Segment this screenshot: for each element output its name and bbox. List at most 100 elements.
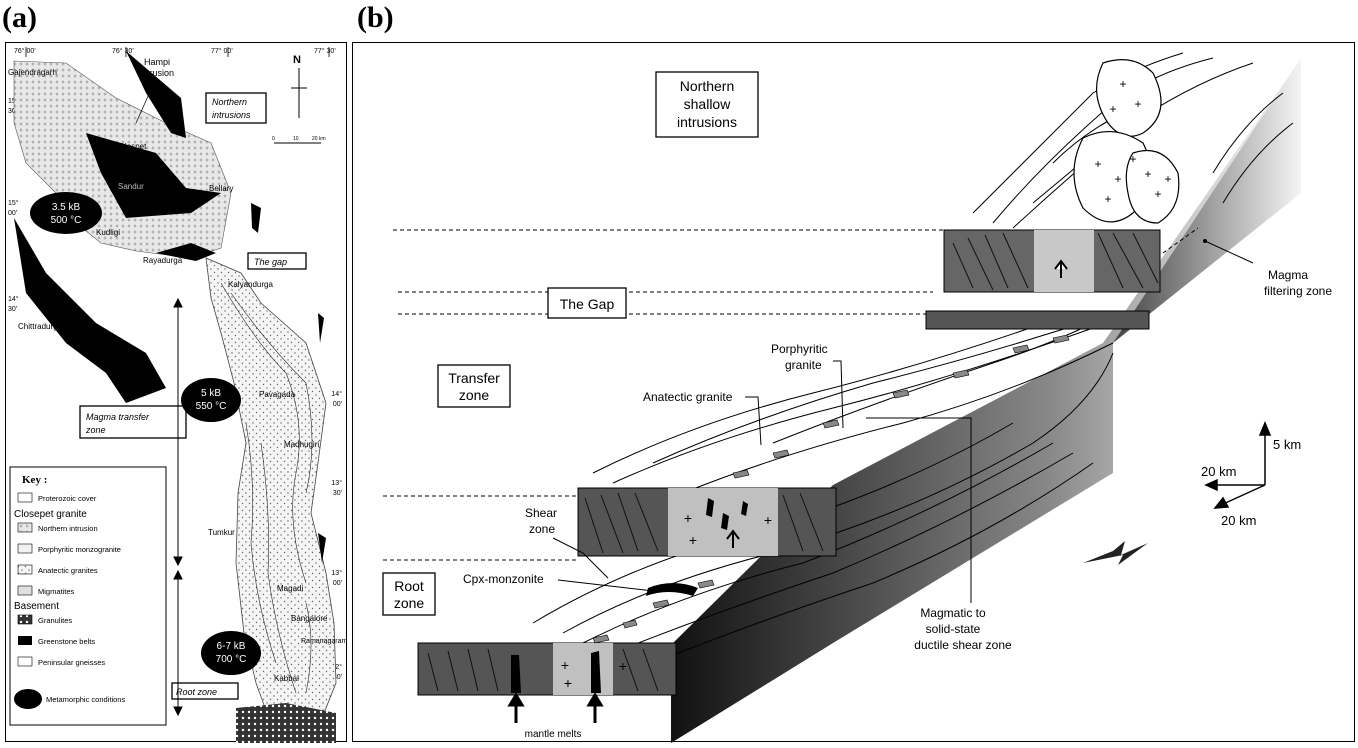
place-chittradurga: Chittradurga: [18, 322, 63, 331]
panel-b-label: (b): [357, 1, 394, 34]
place-madhugiri: Madhugiri: [284, 440, 319, 449]
condition-oval-3: 6-7 kB 700 °C: [201, 631, 261, 675]
northern-intrusions-box: [205, 92, 267, 124]
svg-text:+: +: [684, 510, 692, 526]
lat-12-30: 12°: [331, 663, 342, 671]
scale-20: 20 km: [312, 136, 326, 142]
condition-oval-2: 5 kB 550 °C: [181, 378, 241, 422]
map-panel: 76° 00' 76° 30' 77° 00' 77° 30' 15° 30' …: [5, 42, 347, 743]
northern-shallow-box: [655, 71, 759, 138]
root-block: + + +: [417, 642, 677, 696]
northern-shallow-2: shallow: [684, 96, 732, 112]
transfer-zone-2: zone: [459, 387, 490, 403]
axis-labels: 5 km 20 km 20 km: [1201, 437, 1301, 528]
scale-10: 10: [293, 136, 299, 142]
svg-text:+: +: [1114, 172, 1121, 186]
place-magadi: Magadi: [277, 584, 303, 593]
lat-14-00: 14°: [331, 390, 342, 398]
place-hospet: Hospet: [121, 142, 147, 151]
porphyritic-2: granite: [785, 358, 822, 372]
condition-oval-1: 3.5 kB 500 °C: [30, 192, 102, 234]
filtering-2: filtering zone: [1264, 284, 1332, 298]
lat-15-00-min: 00': [8, 210, 17, 217]
place-names: Gajendragarh Hospet Sandur Bellary Kudli…: [8, 68, 347, 683]
granulites-area: [236, 703, 336, 743]
place-pavagada: Pavagada: [259, 390, 296, 399]
shear-zone-2: zone: [529, 522, 555, 536]
place-rayadurga: Rayadurga: [143, 256, 183, 265]
svg-text:+: +: [1134, 97, 1141, 111]
key-basement: Basement: [14, 601, 59, 612]
scale-axes: [1204, 421, 1272, 509]
axis-20km-b: 20 km: [1221, 513, 1256, 528]
upper-block: [925, 229, 1161, 330]
greenstone-belts: [14, 51, 326, 563]
cond2-temp: 550 °C: [196, 401, 227, 412]
transfer-zone-label-2: zone: [85, 425, 106, 435]
north-arrow: N: [291, 54, 307, 118]
lat-labels: 15° 30' 15° 00' 14° 30' 14° 00' 13° 30' …: [8, 97, 342, 681]
lat-14-00-min: 00': [333, 401, 342, 408]
svg-text:+: +: [1104, 192, 1111, 206]
break-symbol: [1083, 541, 1148, 565]
block-diagram: +++ ++++ +++ +++: [382, 52, 1332, 743]
place-kudligi: Kudligi: [96, 228, 120, 237]
gap-label: The Gap: [560, 296, 615, 312]
anatectic-label: Anatectic granite: [643, 390, 733, 404]
root-zone-box: [382, 572, 436, 616]
svg-text:+: +: [561, 657, 569, 673]
axis-20km-a: 20 km: [1201, 464, 1236, 479]
zone-arrows: [173, 297, 183, 717]
svg-text:+: +: [619, 658, 627, 674]
lon-77-30: 77° 30': [314, 47, 336, 55]
key-metamorphic: Metamorphic conditions: [46, 695, 125, 704]
lat-13-30: 13°: [331, 479, 342, 487]
root-zone-box: [171, 682, 239, 700]
lon-76-30: 76° 30': [112, 47, 134, 55]
transfer-zone-box: [437, 364, 511, 408]
map-labels: Hampi intrusion Northern intrusions The …: [79, 57, 307, 700]
leader-lines: [552, 240, 1254, 603]
cond1-pressure: 3.5 kB: [52, 202, 81, 213]
key-anatectic: Anatectic granites: [38, 566, 98, 575]
shear-zone-1: Shear: [525, 506, 557, 520]
north-label: N: [293, 54, 301, 66]
lat-13-00-min: 00': [333, 580, 342, 587]
scale-0: 0: [272, 136, 275, 142]
lat-13-30-min: 30': [333, 490, 342, 497]
mantle-melts-label: mantle melts: [525, 729, 582, 740]
transfer-block: +++: [577, 487, 837, 557]
northern-shallow-3: intrusions: [677, 114, 737, 130]
key-proterozoic: Proterozoic cover: [38, 494, 97, 503]
cond3-temp: 700 °C: [216, 654, 247, 665]
lat-12-30-min: 30': [333, 674, 342, 681]
svg-text:+: +: [1129, 152, 1136, 166]
panel-a-label: (a): [2, 1, 37, 34]
lon-labels: 76° 00' 76° 30' 77° 00' 77° 30': [14, 47, 336, 55]
filtering-1: Magma: [1268, 268, 1308, 282]
svg-text:+: +: [764, 512, 772, 528]
map-key: Key : Proterozoic cover Closepet granite…: [9, 466, 167, 726]
transfer-zone-box: [79, 405, 187, 439]
svg-text:+: +: [1119, 77, 1126, 91]
svg-text:+: +: [564, 675, 572, 691]
key-title: Key :: [22, 474, 47, 486]
hampi-label-2: intrusion: [140, 68, 174, 78]
pluton-crosses: +++ ++++ +++: [1094, 77, 1171, 206]
hampi-label-1: Hampi: [144, 57, 170, 67]
dashed-guides: [383, 227, 1199, 561]
key-peninsular: Peninsular gneisses: [38, 658, 105, 667]
annotation-labels: Porphyritic granite Anatectic granite Sh…: [463, 268, 1332, 740]
place-ramanagaram: Ramanagaram: [301, 638, 347, 645]
lat-14-30: 14°: [8, 295, 19, 303]
svg-text:+: +: [1144, 167, 1151, 181]
place-tumkur: Tumkur: [208, 528, 235, 537]
key-greenstone: Greenstone belts: [38, 637, 95, 646]
magmatic-2: solid-state: [926, 622, 981, 636]
place-bellary: Bellary: [209, 184, 233, 193]
diagram-labels: Northern shallow intrusions The Gap Tran…: [382, 71, 759, 616]
lon-77-00: 77° 00': [211, 47, 233, 55]
svg-text:+: +: [1094, 157, 1101, 171]
northern-intrusions-label-1: Northern: [212, 97, 247, 107]
root-zone-2: zone: [394, 595, 425, 611]
